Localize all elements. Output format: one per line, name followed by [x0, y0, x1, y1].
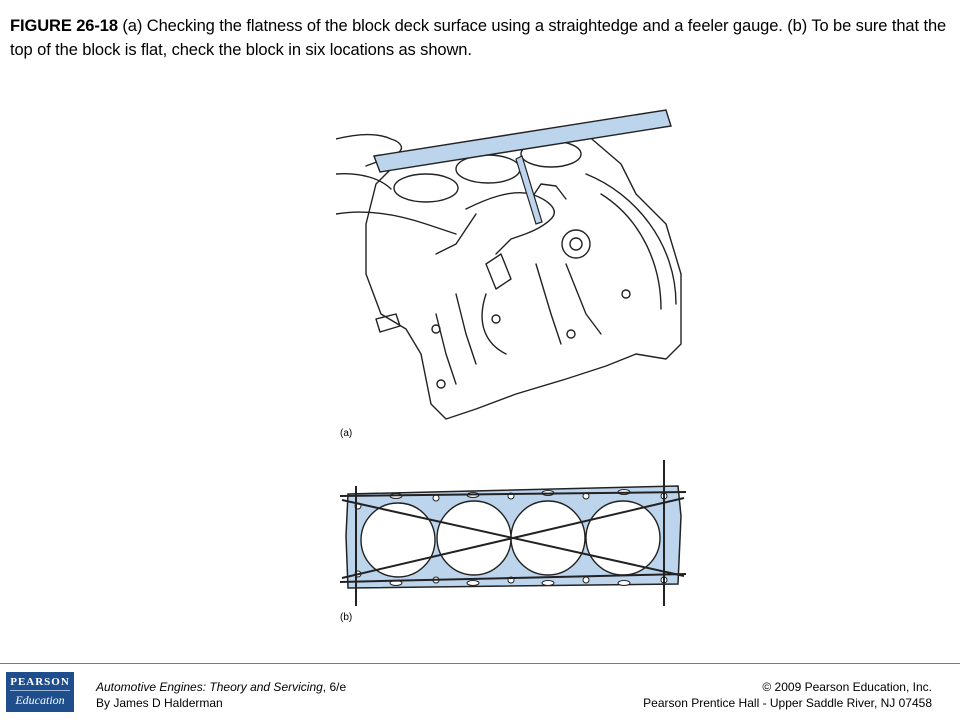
pearson-education-logo: PEARSON Education [6, 672, 74, 712]
straightedge [373, 109, 672, 173]
figure-label: FIGURE 26-18 [10, 17, 118, 35]
figure-b-illustration: (b) [336, 456, 688, 628]
figure-a-label: (a) [340, 428, 353, 439]
figure-a-illustration: (a) [335, 104, 688, 442]
footer-copyright: © 2009 Pearson Education, Inc. Pearson P… [643, 679, 932, 711]
book-title: Automotive Engines: Theory and Servicing [96, 680, 323, 694]
book-edition: , 6/e [322, 680, 347, 694]
footer-divider [0, 663, 960, 664]
copyright-line: © 2009 Pearson Education, Inc. [762, 680, 932, 694]
deck-surface-drawing [339, 460, 687, 606]
figure-caption: FIGURE 26-18 (a) Checking the flatness o… [10, 14, 950, 62]
logo-line-1: PEARSON [10, 676, 70, 691]
figure-b-label: (b) [340, 612, 353, 623]
logo-line-2: Education [15, 693, 65, 707]
caption-text: (a) Checking the flatness of the block d… [10, 17, 947, 59]
book-title-line: Automotive Engines: Theory and Servicing… [96, 679, 346, 695]
publisher-line: Pearson Prentice Hall - Upper Saddle Riv… [643, 696, 932, 710]
book-author: By James D Halderman [96, 696, 223, 710]
engine-block-drawing [335, 109, 682, 420]
footer-book-info: Automotive Engines: Theory and Servicing… [96, 679, 346, 711]
